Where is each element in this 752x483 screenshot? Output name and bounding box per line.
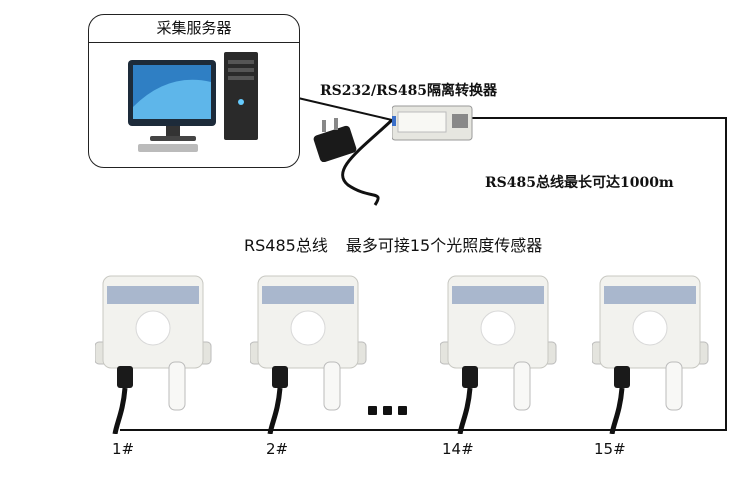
sensor-node-label: 14# <box>442 440 474 458</box>
converter-module-icon <box>392 105 473 141</box>
rs485-bus-line <box>120 117 727 431</box>
power-adapter-icon <box>313 118 357 162</box>
light-sensor-icon <box>440 275 557 434</box>
light-sensor-icon <box>250 275 367 434</box>
server-title-divider <box>88 42 300 43</box>
bus-caption: RS485总线最多可接15个光照度传感器 <box>244 232 560 256</box>
server-to-converter-wire <box>297 97 393 121</box>
sensor-node-label: 2# <box>266 440 289 458</box>
server-title: 采集服务器 <box>156 19 232 37</box>
sensor-node-label: 1# <box>112 440 135 458</box>
desktop-computer-icon <box>128 52 258 152</box>
light-sensor-icon <box>95 275 212 434</box>
bus-max-length-label: RS485总线最长可达1000m <box>485 175 674 191</box>
converter-label: RS232/RS485隔离转换器 <box>320 83 498 99</box>
light-sensor-icon <box>592 275 709 434</box>
sensor-node-label: 15# <box>594 440 626 458</box>
bus-caption-capacity: 最多可接15个光照度传感器 <box>345 236 543 255</box>
more-sensors-ellipsis <box>368 400 413 419</box>
adapter-cord <box>341 118 394 206</box>
bus-caption-bus: RS485总线 <box>244 236 328 255</box>
